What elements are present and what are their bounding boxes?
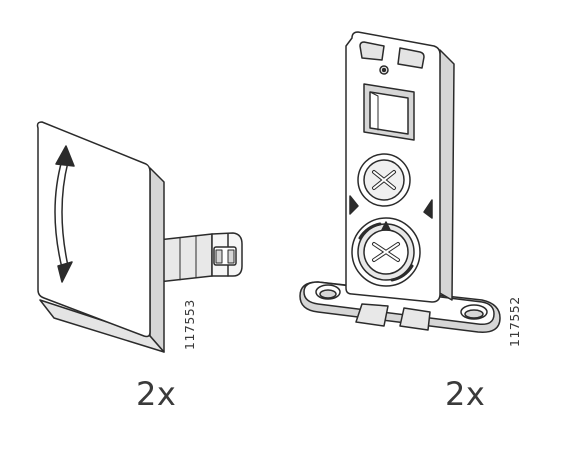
rotate-double-arrow-icon xyxy=(54,145,75,283)
upper-screw-icon xyxy=(357,153,411,207)
quantity-label-left: 2x xyxy=(136,375,177,413)
quantity-label-right: 2x xyxy=(445,375,486,413)
cam-lock-icon xyxy=(351,217,421,287)
cover-cap-with-peg-icon xyxy=(36,121,243,353)
peg xyxy=(157,232,243,283)
part-code-left: 117553 xyxy=(182,299,197,350)
cam-lock-bracket-icon xyxy=(299,31,501,333)
part-code-right: 117552 xyxy=(507,296,522,347)
